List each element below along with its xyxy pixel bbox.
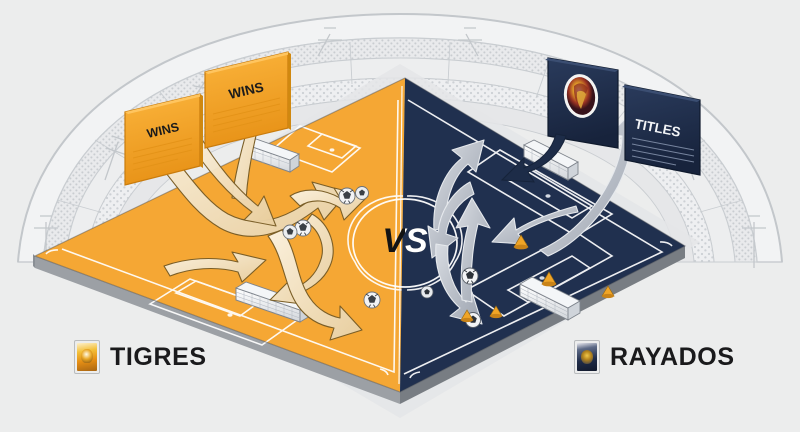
team-label-rayados: RAYADOS [574,340,735,374]
pitch-outline [33,77,687,393]
card-logo[interactable] [545,57,619,149]
card-titles[interactable]: TITLES [622,84,701,176]
soccer-ball-icon-group-left [282,186,381,309]
logo-card-connector-arrow [500,133,567,183]
rayados-crest-icon [574,340,600,374]
team-name-tigres: TIGRES [110,342,207,371]
vs-label: VS [382,222,428,260]
card-lines [212,97,281,133]
goal-net-icon-right-bottom [519,276,581,321]
card-wins-back[interactable]: WINS [124,93,203,186]
vs-label-light: VS [382,222,428,260]
team-name-rayados: RAYADOS [610,342,735,371]
team-crest-icon [563,74,599,118]
center-circle [352,198,458,288]
card-wins-front[interactable]: WINS [204,51,291,149]
card-lines [132,137,193,171]
tigres-crest-icon [74,340,100,374]
team-label-tigres: TIGRES [74,340,207,374]
pitch-lines-left [45,85,404,385]
pitch-slab-edges [33,246,685,404]
card-lines [631,137,695,166]
cone-marker-icon-group [460,234,615,323]
